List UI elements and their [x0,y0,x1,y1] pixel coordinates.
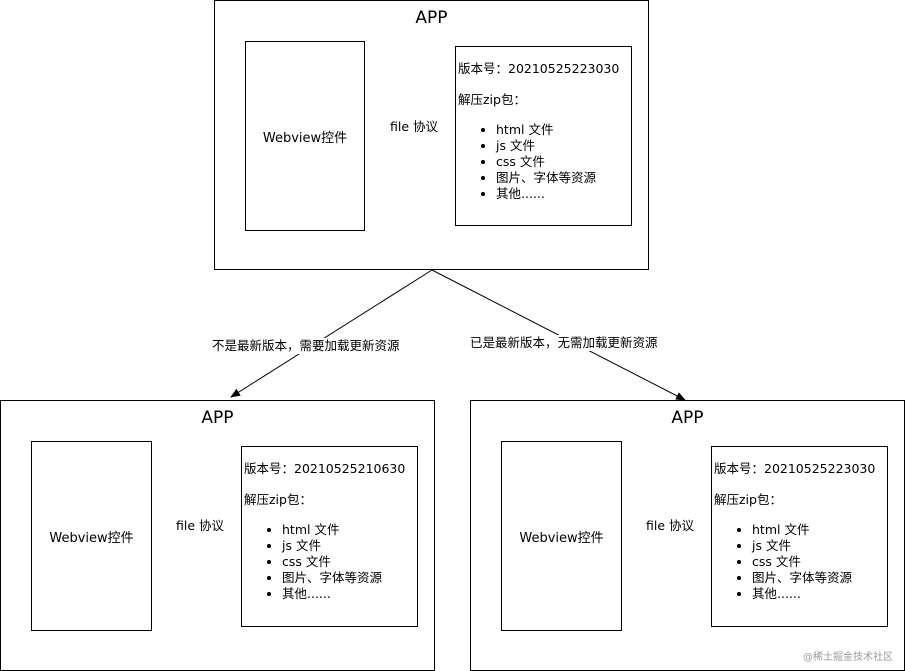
app-box-current: APP Webview控件 版本号：20210525223030 解压zip包：… [214,0,649,270]
list-item: html 文件 [282,522,382,538]
file-list: html 文件 js 文件 css 文件 图片、字体等资源 其他...... [478,122,596,202]
app-title: APP [671,408,704,428]
list-item: 图片、字体等资源 [496,170,596,186]
version-text: 版本号：20210525223030 [714,461,876,476]
webview-control: Webview控件 [501,441,622,631]
list-item: 图片、字体等资源 [282,570,382,586]
file-list: html 文件 js 文件 css 文件 图片、字体等资源 其他...... [734,522,852,602]
webview-label: Webview控件 [519,530,604,546]
version-text: 版本号：20210525210630 [244,461,406,476]
list-item: css 文件 [496,154,596,170]
zip-package-box: 版本号：20210525223030 解压zip包： html 文件 js 文件… [711,446,888,627]
file-protocol-label: file 协议 [646,518,695,534]
list-item: html 文件 [752,522,852,538]
unzip-text: 解压zip包： [458,92,526,107]
branch-arrow-left [230,269,433,398]
list-item: css 文件 [752,554,852,570]
list-item: html 文件 [496,122,596,138]
file-protocol-label: file 协议 [390,119,439,135]
app-title: APP [415,8,448,28]
webview-label: Webview控件 [49,530,134,546]
app-box-outdated: APP Webview控件 版本号：20210525210630 解压zip包：… [0,400,435,671]
webview-label: Webview控件 [262,130,348,146]
list-item: js 文件 [282,538,382,554]
list-item: 其他...... [282,586,382,602]
webview-control: Webview控件 [31,441,152,631]
unzip-text: 解压zip包： [244,492,312,507]
list-item: 图片、字体等资源 [752,570,852,586]
app-box-latest: APP Webview控件 版本号：20210525223030 解压zip包：… [470,400,905,671]
list-item: 其他...... [752,586,852,602]
file-list: html 文件 js 文件 css 文件 图片、字体等资源 其他...... [264,522,382,602]
watermark: @稀土掘金技术社区 [803,652,893,663]
list-item: js 文件 [496,138,596,154]
app-title: APP [201,408,234,428]
version-text: 版本号：20210525223030 [458,61,620,76]
list-item: js 文件 [752,538,852,554]
list-item: css 文件 [282,554,382,570]
list-item: 其他...... [496,186,596,202]
zip-package-box: 版本号：20210525210630 解压zip包： html 文件 js 文件… [241,446,418,627]
unzip-text: 解压zip包： [714,492,782,507]
webview-control: Webview控件 [245,41,365,231]
branch-label-latest: 已是最新版本，无需加载更新资源 [468,335,660,351]
zip-package-box: 版本号：20210525223030 解压zip包： html 文件 js 文件… [455,46,632,226]
file-protocol-label: file 协议 [176,518,225,534]
branch-label-outdated: 不是最新版本，需要加载更新资源 [210,338,402,354]
